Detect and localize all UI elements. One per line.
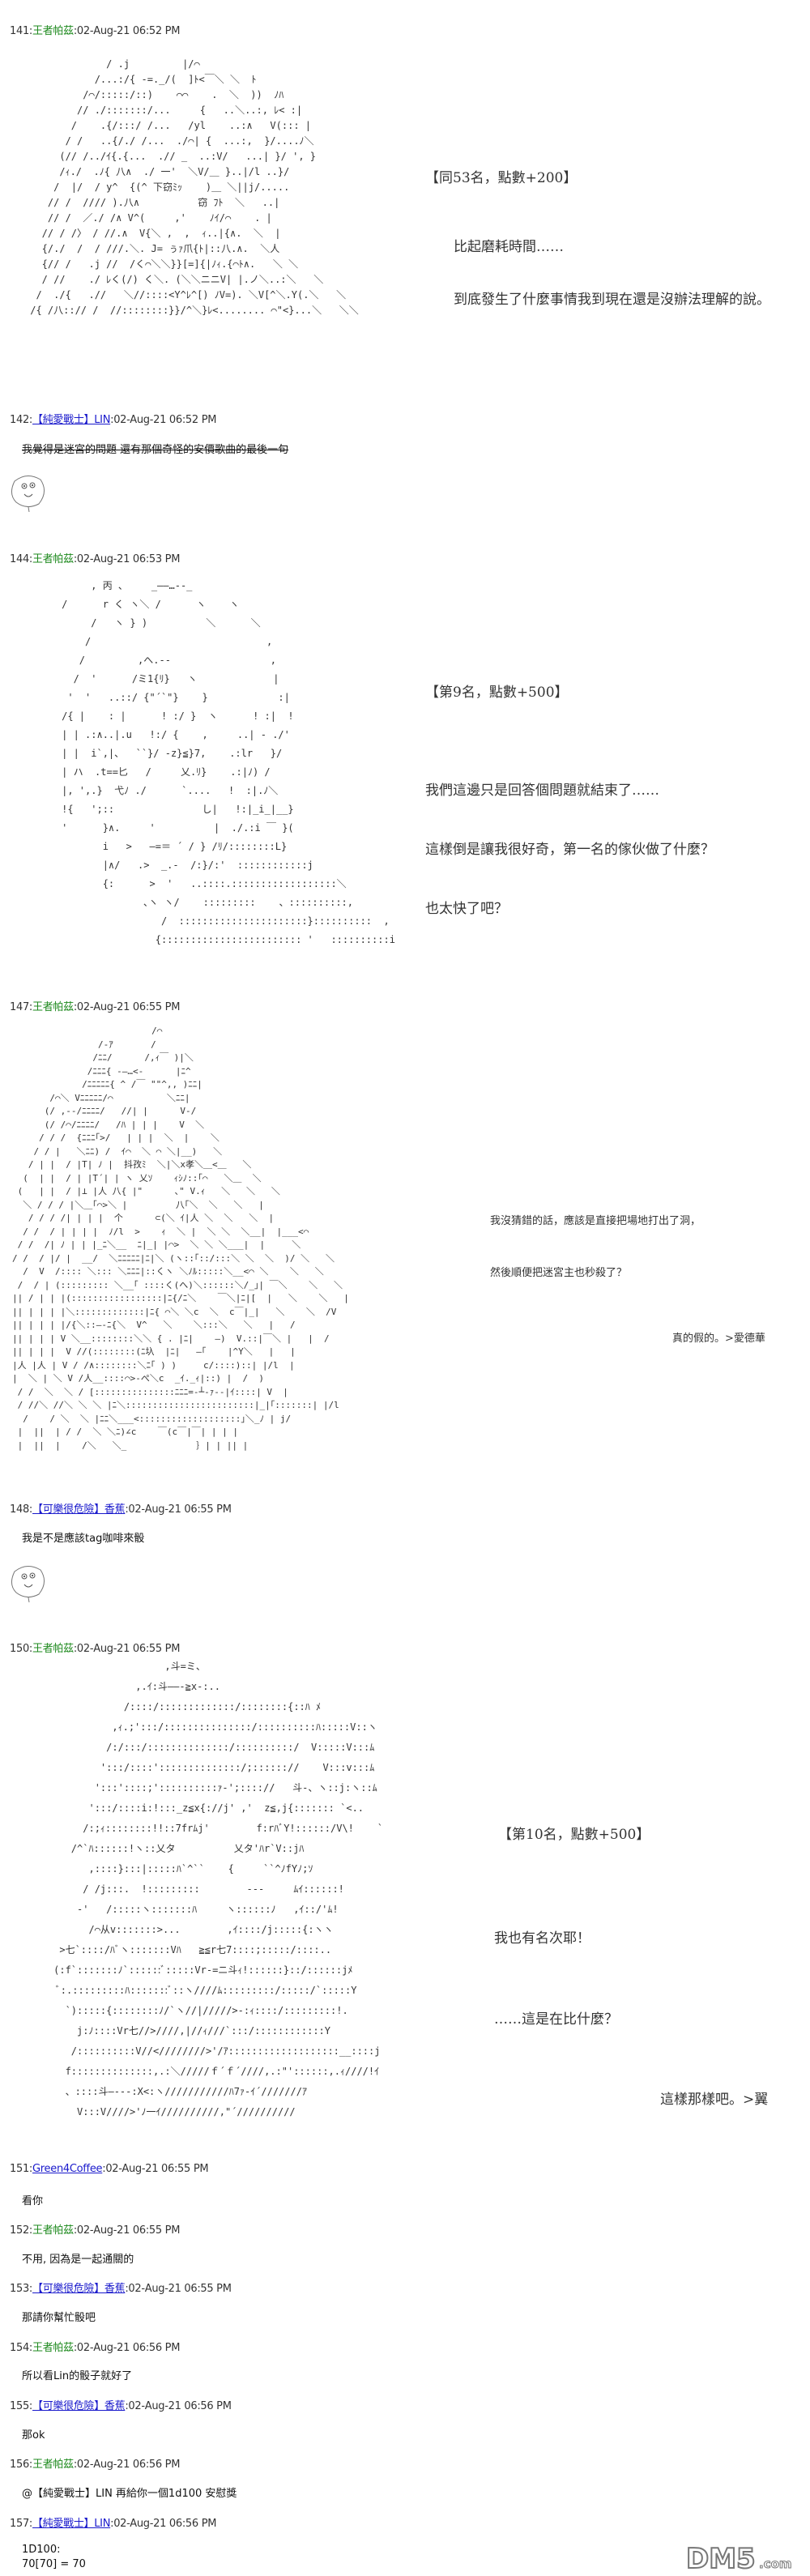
side-caption: 我沒猜錯的話，應該是直接把場地打出了洞，: [490, 1215, 701, 1227]
post-author-link[interactable]: Green4Coffee: [32, 2163, 103, 2175]
post-header: 151:Green4Coffee:02-Aug-21 06:55 PM: [10, 2163, 209, 2175]
side-caption: 【第10名，點數+500】: [498, 1827, 650, 1843]
post-text: 1D100: 70[70] = 70: [22, 2544, 86, 2570]
doodle-face-icon: [11, 476, 45, 512]
separator: :: [28, 1001, 33, 1013]
post-time: :02-Aug-21 06:55 PM: [73, 1643, 181, 1655]
post-author: 王者帕茲: [32, 2459, 74, 2471]
side-caption: 真的假的。>愛德華: [672, 1333, 765, 1345]
post-number: 147: [10, 1001, 29, 1013]
side-caption: 比起磨耗時間……: [454, 239, 564, 255]
separator: :: [28, 1643, 33, 1655]
post-number: 156: [10, 2459, 29, 2471]
post-header: 153:【可樂很危險】香蕉:02-Aug-21 06:55 PM: [10, 2280, 232, 2295]
post-time: :02-Aug-21 06:55 PM: [125, 1503, 232, 1516]
post-text: 不用, 因為是一起通關的: [22, 2254, 134, 2266]
post-text: 那ok: [22, 2429, 45, 2442]
post-header: 150:王者帕茲:02-Aug-21 06:55 PM: [10, 1640, 180, 1655]
post-author: 王者帕茲: [32, 25, 74, 37]
post-number: 154: [10, 2342, 29, 2354]
post-header: 156:王者帕茲:02-Aug-21 06:56 PM: [10, 2455, 180, 2471]
post-number: 151: [10, 2163, 29, 2175]
post-number: 144: [10, 553, 29, 565]
side-caption: 到底發生了什麼事情我到現在還是沒辦法理解的說。: [454, 292, 770, 308]
post-header: 148:【可樂很危險】香蕉:02-Aug-21 06:55 PM: [10, 1500, 232, 1516]
post-time: :02-Aug-21 06:52 PM: [73, 25, 181, 37]
post-author: 王者帕茲: [32, 1001, 74, 1013]
side-caption: 這樣那樣吧。>翼: [660, 2092, 769, 2108]
separator: :: [28, 2400, 33, 2412]
post-author: 王者帕茲: [32, 2342, 74, 2354]
post-number: 148: [10, 1503, 29, 1516]
post-number: 141: [10, 25, 29, 37]
post-number: 150: [10, 1643, 29, 1655]
post-text: 看你: [22, 2195, 44, 2207]
post-number: 155: [10, 2400, 29, 2412]
separator: :: [28, 414, 33, 426]
post-author: 王者帕茲: [32, 2224, 74, 2237]
separator: :: [28, 2224, 33, 2237]
post-text: 所以看Lin的骰子就好了: [22, 2370, 133, 2382]
ascii-art: ,斗=ミ、 ,.ｲ:斗――-≧x-:.. /::::/:::::::::::::…: [53, 1661, 384, 2118]
post-time: :02-Aug-21 06:56 PM: [73, 2459, 181, 2471]
side-caption: ……這是在比什麼？: [494, 2011, 618, 2028]
separator: :: [28, 2163, 33, 2175]
post-header: 142:【純愛戰士】LIN:02-Aug-21 06:52 PM: [10, 411, 216, 426]
post-author: 王者帕茲: [32, 1643, 74, 1655]
side-caption: 我們這邊只是回答個問題就結束了……: [425, 783, 659, 799]
post-header: 144:王者帕茲:02-Aug-21 06:53 PM: [10, 550, 180, 565]
post-text: @【純愛戰士】LIN 再給你一個1d100 安慰獎: [22, 2488, 237, 2500]
post-number: 152: [10, 2224, 29, 2237]
post-number: 157: [10, 2518, 29, 2530]
post-header: 141:王者帕茲:02-Aug-21 06:52 PM: [10, 22, 180, 37]
separator: :: [28, 1503, 33, 1516]
dm5-logo: DM5 .com: [685, 2542, 792, 2574]
post-number: 142: [10, 414, 29, 426]
logo-text: DM5: [686, 2543, 756, 2574]
post-author: 王者帕茲: [32, 553, 74, 565]
separator: :: [28, 553, 33, 565]
post-time: :02-Aug-21 06:55 PM: [125, 2283, 232, 2295]
post-time: :02-Aug-21 06:52 PM: [110, 414, 217, 426]
ascii-art: / .j |/⌒ /...:/{ -=._/( ]ﾄ<￣＼ ＼ ﾄ /⌒/:::…: [30, 58, 359, 316]
ascii-art: /⌒ /-ｱ / /ﾆﾆ/ /,ｨ￣ )|＼ /ﾆﾆﾆ{ -―…<- |ﾆ^ /…: [12, 1026, 349, 1451]
side-caption: 也太快了吧？: [425, 901, 508, 917]
post-time: :02-Aug-21 06:55 PM: [73, 1001, 181, 1013]
post-time: :02-Aug-21 06:53 PM: [73, 553, 181, 565]
post-author-link[interactable]: 【可樂很危險】香蕉: [32, 2400, 126, 2412]
post-number: 153: [10, 2283, 29, 2295]
post-time: :02-Aug-21 06:55 PM: [73, 2224, 181, 2237]
post-author-link[interactable]: 【可樂很危險】香蕉: [32, 1503, 126, 1516]
post-time: :02-Aug-21 06:56 PM: [125, 2400, 232, 2412]
separator: :: [28, 25, 33, 37]
side-caption: 【第9名，點數+500】: [425, 685, 569, 701]
ascii-art: , 丙 、 _――…--_ / r く ヽ＼ / ヽ ヽ / ヽ } ) ＼ ＼…: [62, 580, 395, 945]
post-text: 我是不是應該tag咖啡來骰: [22, 1533, 145, 1545]
side-caption: 這樣倒是讓我很好奇，第一名的傢伙做了什麼？: [425, 842, 714, 858]
post-author-link[interactable]: 【可樂很危險】香蕉: [32, 2283, 126, 2295]
post-time: :02-Aug-21 06:56 PM: [110, 2518, 217, 2530]
separator: :: [28, 2459, 33, 2471]
post-header: 147:王者帕茲:02-Aug-21 06:55 PM: [10, 998, 180, 1013]
post-header: 157:【純愛戰士】LIN:02-Aug-21 06:56 PM: [10, 2514, 216, 2530]
post-header: 155:【可樂很危險】香蕉:02-Aug-21 06:56 PM: [10, 2397, 232, 2412]
separator: :: [28, 2518, 33, 2530]
doodle-face-icon: [11, 1566, 45, 1602]
post-time: :02-Aug-21 06:55 PM: [102, 2163, 209, 2175]
post-time: :02-Aug-21 06:56 PM: [73, 2342, 181, 2354]
post-author-link[interactable]: 【純愛戰士】LIN: [32, 2518, 111, 2530]
side-caption: 【同53名，點數+200】: [425, 170, 578, 186]
post-text: 我覺得是迷宮的問題 還有那個奇怪的安價歌曲的最後一句: [22, 444, 289, 456]
post-text: 那請你幫忙骰吧: [22, 2312, 96, 2324]
post-header: 152:王者帕茲:02-Aug-21 06:55 PM: [10, 2221, 180, 2237]
post-header: 154:王者帕茲:02-Aug-21 06:56 PM: [10, 2339, 180, 2354]
side-caption: 然後順便把迷宮主也秒殺了？: [490, 1267, 628, 1279]
separator: :: [28, 2342, 33, 2354]
svg-text:.com: .com: [759, 2557, 792, 2571]
separator: :: [28, 2283, 33, 2295]
side-caption: 我也有名次耶！: [494, 1930, 590, 1947]
post-author-link[interactable]: 【純愛戰士】LIN: [32, 414, 111, 426]
